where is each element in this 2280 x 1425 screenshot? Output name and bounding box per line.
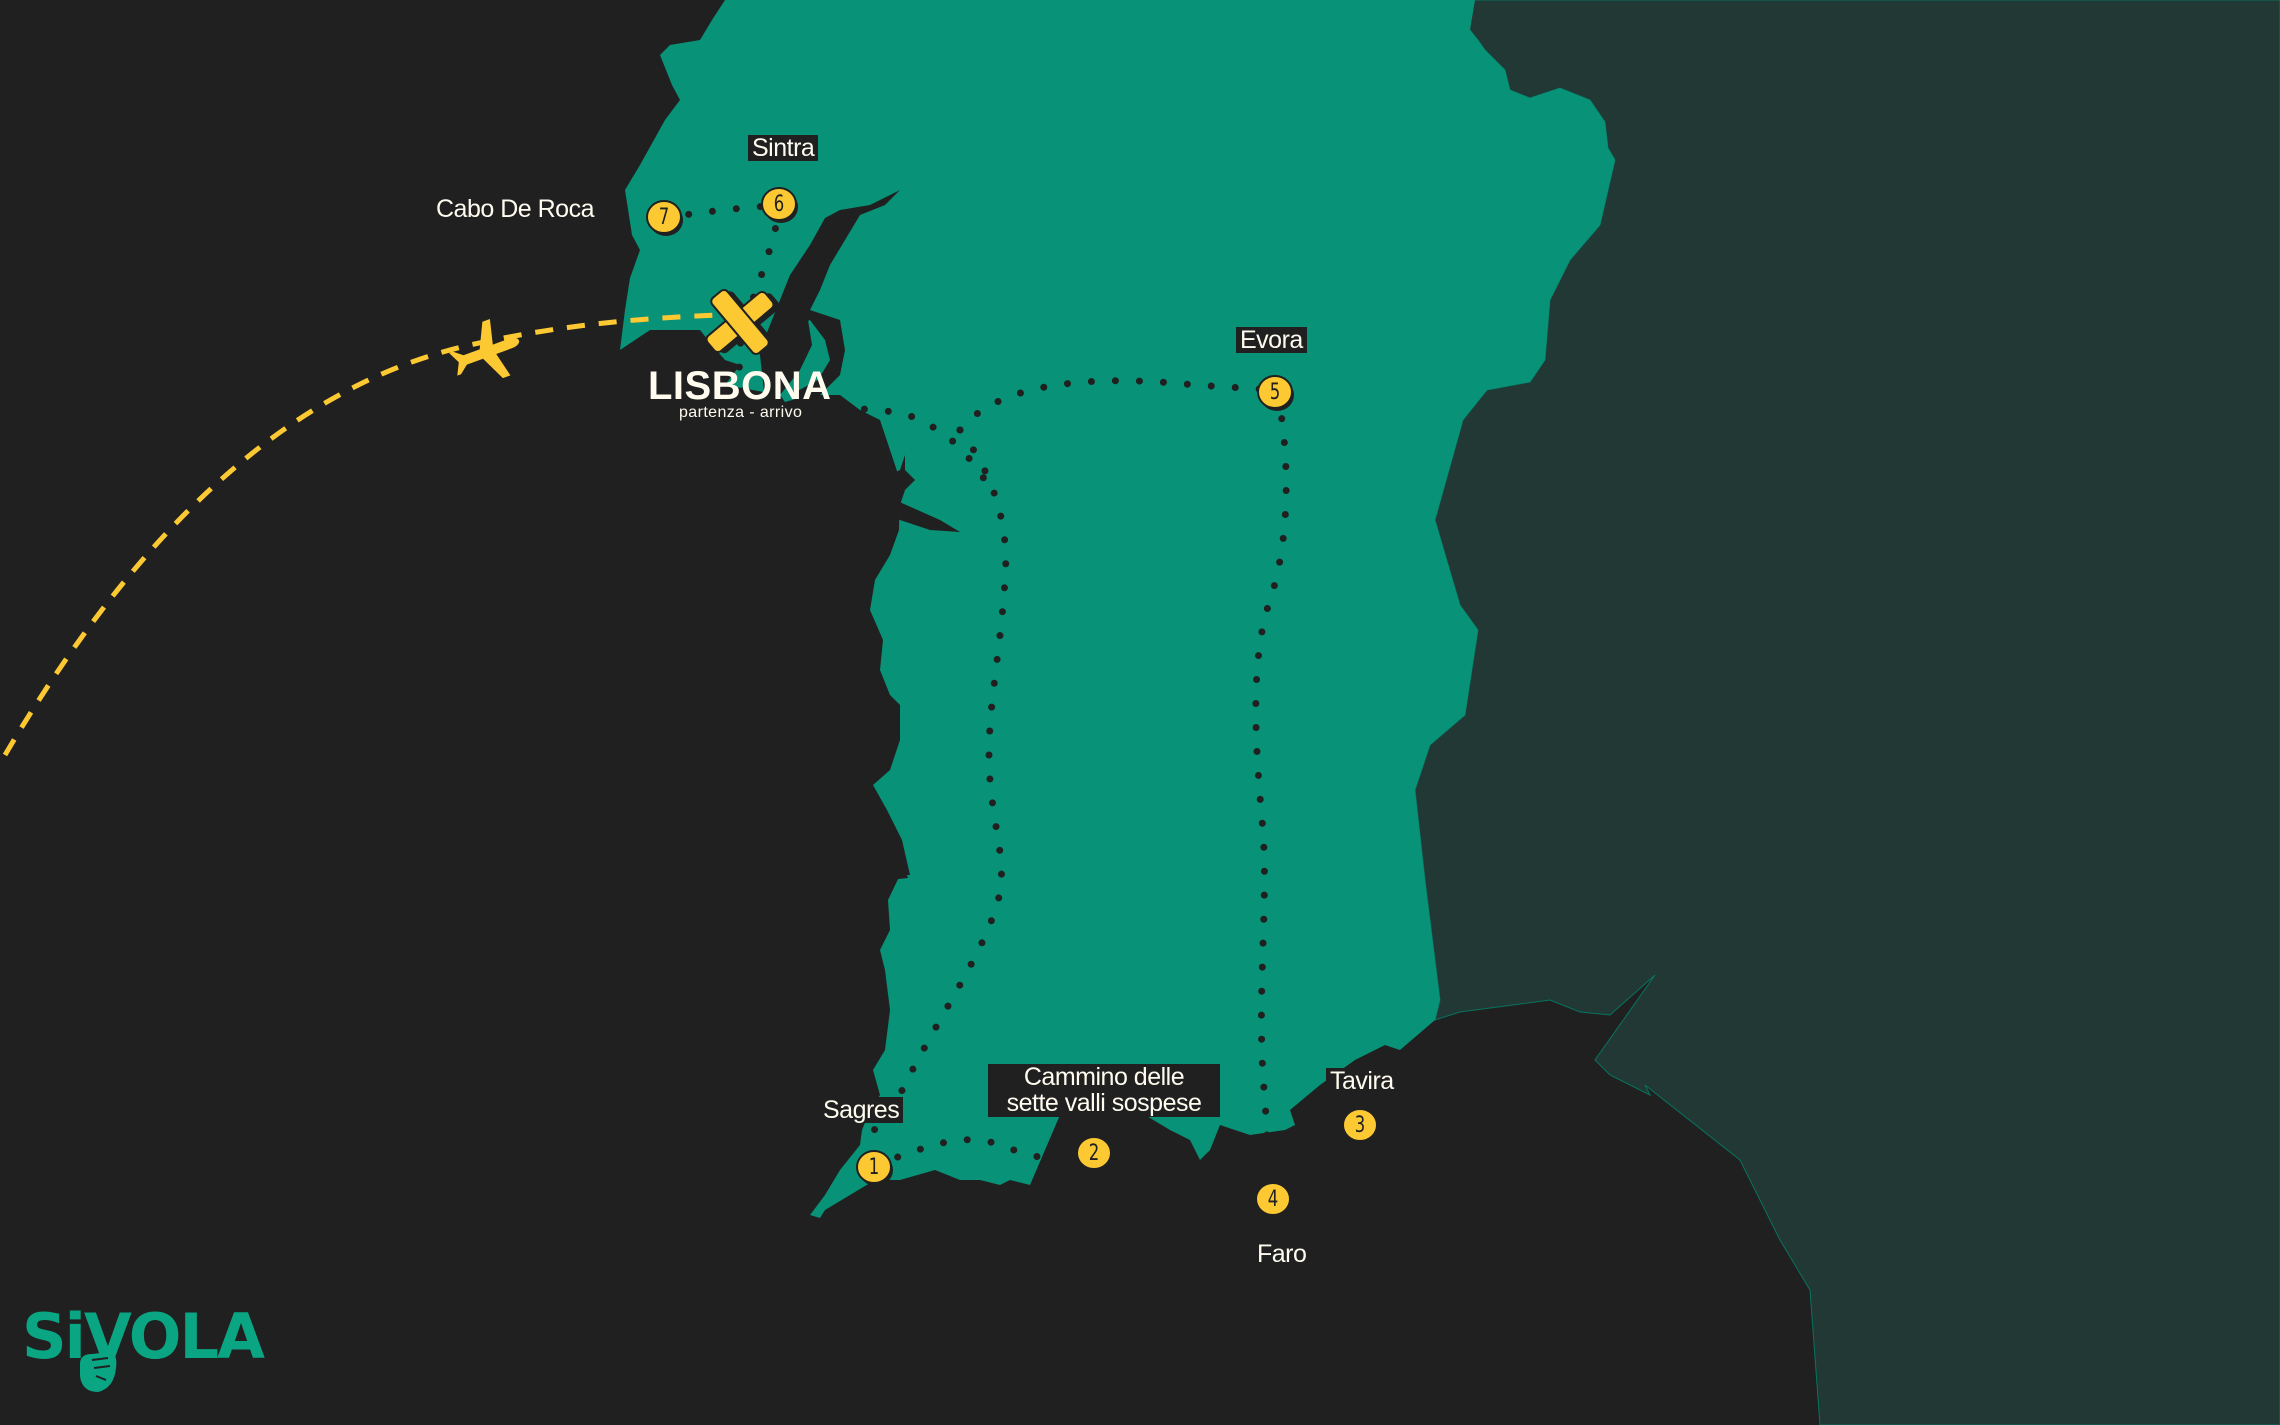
label-tavira: Tavira [1326, 1068, 1398, 1094]
label-cammino-line1: Cammino delle [1023, 1063, 1185, 1091]
stop-number: 3 [1354, 1112, 1366, 1138]
label-sintra: Sintra [748, 135, 819, 161]
portugal-region [620, 0, 1615, 1218]
sado-estuary [835, 455, 960, 532]
stop-number: 1 [868, 1154, 880, 1180]
label-cammino: Cammino delle sette valli sospese [988, 1064, 1220, 1117]
stop-marker-5[interactable]: 5 [1256, 373, 1294, 411]
airplane-icon [449, 319, 520, 379]
brand-logo: SiVOLA [22, 1300, 265, 1400]
stop-marker-4[interactable]: 4 [1254, 1180, 1292, 1218]
stop-number: 7 [658, 204, 670, 230]
stop-marker-7[interactable]: 7 [645, 198, 683, 236]
flight-path [2, 312, 721, 757]
label-cammino-line2: sette valli sospese [1006, 1089, 1202, 1118]
stop-number: 2 [1088, 1140, 1100, 1166]
stop-number: 4 [1267, 1186, 1279, 1212]
stop-marker-6[interactable]: 6 [760, 185, 798, 223]
label-sagres: Sagres [819, 1097, 904, 1123]
stop-marker-3[interactable]: 3 [1341, 1106, 1379, 1144]
label-faro: Faro [1257, 1240, 1307, 1268]
stop-number: 5 [1269, 379, 1281, 405]
stop-marker-2[interactable]: 2 [1075, 1134, 1113, 1172]
start-city-title: LISBONA [648, 364, 832, 408]
hand-peace-icon [80, 1352, 117, 1392]
x-marker-icon [705, 289, 780, 356]
tagus-estuary [760, 190, 900, 405]
label-evora: Evora [1236, 327, 1307, 353]
brand-logo-text: SiVOLA [22, 1300, 265, 1373]
start-city-subtitle: partenza - arrivo [679, 404, 803, 421]
stop-number: 6 [773, 191, 785, 217]
label-cabo-de-roca: Cabo De Roca [436, 195, 594, 223]
stop-marker-1[interactable]: 1 [855, 1148, 893, 1186]
